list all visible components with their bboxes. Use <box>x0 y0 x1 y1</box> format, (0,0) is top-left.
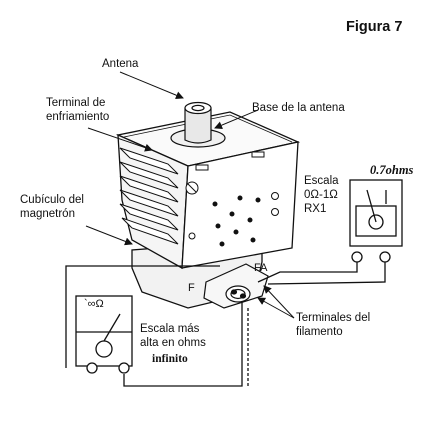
reading-high: infinito <box>152 353 188 365</box>
filament-terminals-label: Terminales del filamento <box>296 312 371 338</box>
reading-low: 0.7ohms <box>370 163 414 177</box>
leader-lines <box>85 71 295 319</box>
scale-high-label: Escala más alta en ohms <box>140 323 206 349</box>
antenna-base-label: Base de la antena <box>252 102 345 114</box>
front-face-details <box>185 151 279 247</box>
terminal-fa-label: FA <box>254 262 268 274</box>
filament-terminal-block <box>203 263 269 309</box>
test-leads <box>65 262 386 387</box>
figure-title: Figura 7 <box>346 19 403 35</box>
meter-low-range <box>349 179 403 263</box>
meter-high-range <box>75 295 133 374</box>
meter-high-scale-label: `∞Ω <box>84 298 104 310</box>
cooling-terminal-label: Terminal de enfriamiento <box>46 97 110 123</box>
terminal-f-label: F <box>188 282 195 294</box>
scale-low-label: Escala 0Ω-1Ω RX1 <box>304 175 339 215</box>
magnetron-cube-label: Cubículo del magnetrón <box>20 194 84 220</box>
antenna-label: Antena <box>102 58 139 70</box>
cooling-fins <box>119 147 179 245</box>
antenna-base <box>170 101 226 148</box>
